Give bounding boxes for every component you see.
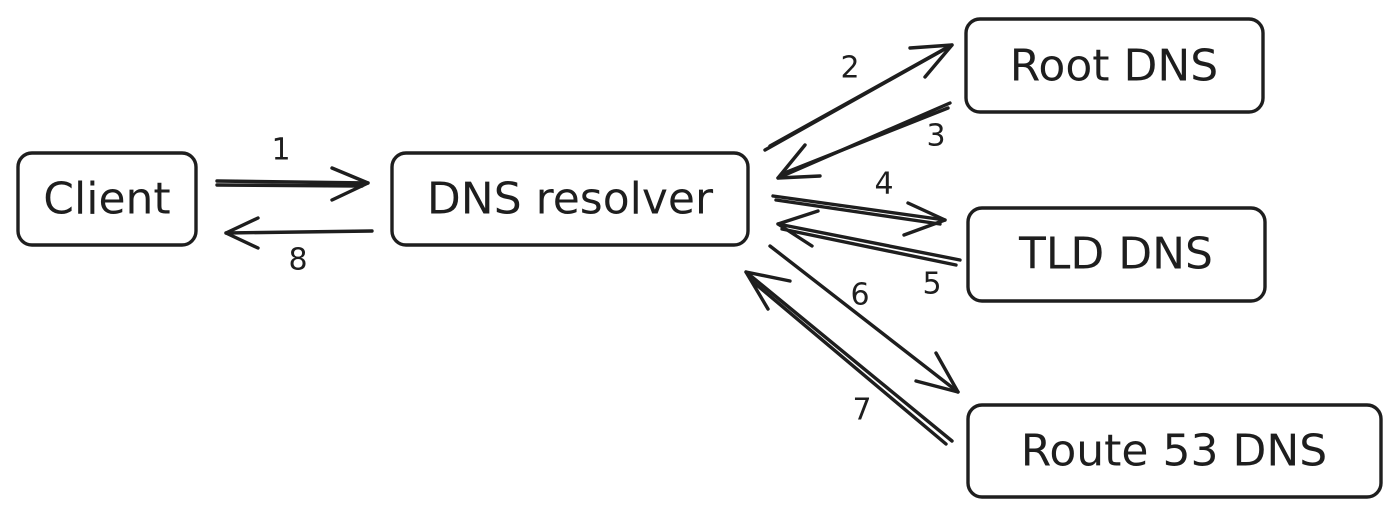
edge-5-arrowhead	[776, 209, 820, 248]
edge-6-arrowhead	[914, 351, 960, 394]
edge-5-line	[776, 222, 962, 262]
node-route53-dns-box	[966, 403, 1383, 499]
edge-4-arrowhead	[902, 201, 947, 237]
edge-4-label: 4	[874, 167, 893, 202]
edge-5-label: 5	[922, 267, 941, 302]
node-tld-dns[interactable]: TLD DNS	[966, 206, 1267, 303]
edge-2-label: 2	[840, 51, 859, 86]
edge-7-line	[744, 270, 954, 443]
edge-5-line-sketch	[780, 227, 958, 267]
node-dns-resolver[interactable]: DNS resolver	[390, 151, 750, 247]
edge-7-line-sketch	[750, 279, 948, 446]
node-tld-dns-box	[966, 206, 1267, 303]
edge-6-arrow[interactable]: 6	[768, 244, 960, 394]
edge-4-arrow[interactable]: 4	[771, 167, 947, 237]
node-root-dns[interactable]: Root DNS	[964, 17, 1265, 114]
node-root-dns-label: Root DNS	[1010, 41, 1218, 92]
edge-4-line-sketch	[774, 198, 942, 226]
edge-8-arrow[interactable]: 8	[224, 216, 374, 278]
edge-7-arrowhead	[744, 270, 792, 311]
edge-2-arrow[interactable]: 2	[763, 43, 954, 152]
edge-7-arrow[interactable]: 7	[744, 270, 954, 446]
node-client-label: Client	[43, 174, 170, 225]
edge-3-label: 3	[926, 119, 945, 154]
node-client-box	[16, 151, 198, 247]
edge-5-arrow[interactable]: 5	[776, 209, 962, 302]
edge-1-label: 1	[271, 133, 290, 168]
edge-2-arrowhead	[908, 43, 954, 79]
edge-1-arrowhead	[330, 166, 370, 202]
node-dns-resolver-label: DNS resolver	[427, 174, 714, 225]
edge-6-line	[768, 244, 960, 394]
edge-1-line-sketch	[215, 183, 364, 188]
edge-8-arrowhead	[224, 216, 260, 250]
edge-8-label: 8	[288, 243, 307, 278]
edge-3-line-sketch	[780, 106, 950, 176]
edge-7-label: 7	[852, 393, 871, 428]
edge-8-line	[224, 229, 374, 235]
edge-6-label: 6	[850, 278, 869, 313]
node-root-dns-box	[964, 17, 1265, 114]
node-dns-resolver-box	[390, 151, 750, 247]
edge-1-line	[215, 179, 370, 185]
edge-3-arrow[interactable]: 3	[776, 101, 952, 180]
edge-3-arrowhead	[776, 143, 822, 180]
node-route53-dns[interactable]: Route 53 DNS	[966, 403, 1383, 499]
node-tld-dns-label: TLD DNS	[1018, 229, 1213, 280]
node-route53-dns-label: Route 53 DNS	[1021, 426, 1327, 477]
edge-2-line-sketch	[768, 45, 950, 148]
edge-4-line	[771, 194, 947, 222]
node-client[interactable]: Client	[16, 151, 198, 247]
edge-1-arrow[interactable]: 1	[215, 133, 370, 202]
